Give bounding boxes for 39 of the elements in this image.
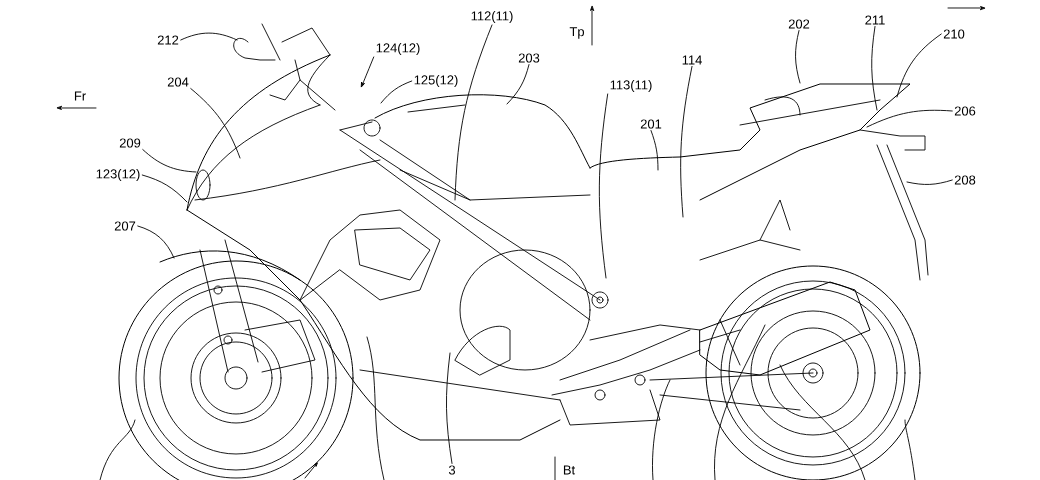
leader-line bbox=[506, 64, 530, 105]
leader-line bbox=[180, 32, 238, 41]
leader-line bbox=[361, 56, 375, 88]
reference-numeral: 202 bbox=[788, 19, 810, 29]
leader-line bbox=[142, 149, 197, 173]
leader-line bbox=[141, 174, 188, 203]
leader-line bbox=[871, 26, 878, 111]
reference-numeral: 210 bbox=[943, 29, 965, 39]
reference-numeral: 211 bbox=[865, 15, 885, 25]
leader-line bbox=[795, 30, 801, 84]
reference-numeral: 206 bbox=[954, 106, 976, 116]
reference-numeral: 113(11) bbox=[610, 79, 652, 93]
leader-line bbox=[680, 65, 693, 218]
reference-numeral: 201 bbox=[640, 119, 662, 129]
reference-numeral: 207 bbox=[114, 221, 136, 231]
reference-numeral: 123(12) bbox=[96, 168, 140, 182]
reference-numeral: 209 bbox=[119, 138, 141, 148]
reference-numeral: 3 bbox=[448, 465, 456, 475]
reference-numeral: 204 bbox=[167, 77, 189, 87]
direction-label: Fr bbox=[74, 91, 86, 101]
leader-line bbox=[454, 24, 493, 201]
reference-numeral: 203 bbox=[518, 53, 540, 63]
leader-line bbox=[650, 130, 659, 171]
reference-numeral: 124(12) bbox=[376, 42, 420, 56]
leader-line bbox=[137, 225, 175, 259]
reference-numeral: 112(11) bbox=[471, 10, 513, 24]
reference-numeral: 125(12) bbox=[414, 74, 458, 88]
leader-line bbox=[896, 33, 942, 98]
leader-line bbox=[446, 352, 453, 464]
leader-line bbox=[190, 88, 241, 159]
leader-line bbox=[906, 179, 953, 185]
leader-line bbox=[598, 93, 609, 279]
reference-numeral: 208 bbox=[954, 175, 976, 185]
leader-line bbox=[866, 109, 953, 128]
direction-label: Tp bbox=[569, 27, 584, 39]
direction-label: Bt bbox=[563, 465, 575, 475]
reference-numeral: 212 bbox=[157, 35, 179, 45]
leader-line bbox=[380, 80, 413, 104]
reference-numeral: 114 bbox=[682, 55, 702, 65]
